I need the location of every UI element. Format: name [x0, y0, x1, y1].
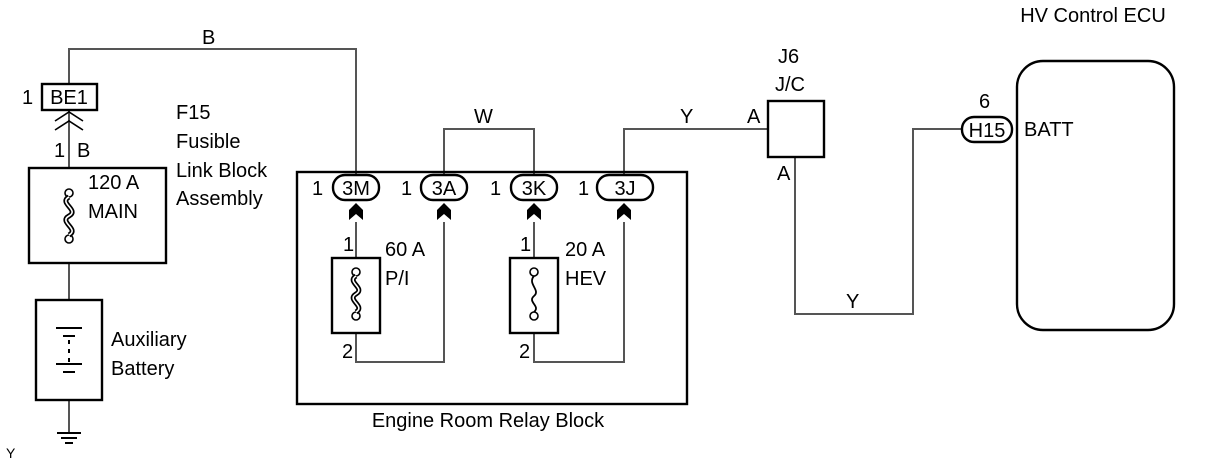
connector-3k-pin: 1	[490, 178, 501, 200]
wire-b-top	[68, 48, 357, 176]
hev-fuse-box	[508, 256, 560, 335]
connector-chevron-icon	[54, 111, 84, 131]
hev-fuse-name: HEV	[565, 268, 607, 290]
wires	[68, 48, 962, 432]
fuse-link-wire-out: B	[77, 140, 90, 162]
connector-3k	[509, 173, 559, 202]
wire-y-out	[794, 128, 962, 315]
fuse-link-pin-out: 1	[54, 140, 65, 162]
connector-3a-pin: 1	[401, 178, 412, 200]
connector-3a-terminal-icon	[437, 203, 451, 220]
junction-id: J6	[778, 46, 799, 68]
connector-3a	[419, 173, 469, 202]
pi-fuse-pin-bottom: 2	[342, 341, 353, 363]
ecu-title: HV Control ECU	[1020, 5, 1166, 27]
auxiliary-battery: Auxiliary Battery	[34, 298, 187, 444]
wire-label-jc-out: Y	[846, 291, 859, 313]
wire-label-top: B	[202, 27, 215, 49]
connector-3m-pin: 1	[312, 178, 323, 200]
pi-fuse-pin-top: 1	[343, 234, 354, 256]
fuse-link-name-line-3: Link Block	[176, 160, 268, 182]
ecu-connector-pin: 6	[979, 91, 990, 113]
ecu-connector-label: H15	[969, 120, 1006, 142]
main-fuse-rating: 120 A	[88, 172, 140, 194]
main-fuse-terminal-top	[64, 188, 74, 198]
be1-pin-label: 1	[22, 87, 33, 109]
hev-fuse-pin-top: 1	[520, 234, 531, 256]
connector-3j	[595, 173, 655, 202]
junction-pin-out: A	[777, 163, 791, 185]
battery-label-line-1: Auxiliary	[111, 329, 187, 351]
pi-fuse-name: P/I	[385, 268, 409, 290]
relay-block-box	[295, 170, 689, 406]
corner-mark: Y	[6, 445, 16, 461]
wire-label-middle: W	[474, 106, 493, 128]
battery-cell-icon	[56, 327, 82, 373]
pi-fuse-box	[330, 256, 382, 335]
connector-3m-terminal-icon	[349, 203, 363, 220]
connector-3k-label: 3K	[522, 178, 547, 200]
hev-fuse-terminal-bottom	[529, 311, 539, 321]
connector-3j-pin: 1	[578, 178, 589, 200]
relay-block-name: Engine Room Relay Block	[372, 410, 605, 432]
connector-3j-label: 3J	[614, 178, 635, 200]
hev-fuse-element-icon	[531, 275, 537, 313]
ecu-box	[1015, 59, 1176, 332]
battery-label-line-2: Battery	[111, 358, 174, 380]
connector-3a-label: 3A	[432, 178, 457, 200]
hev-fuse-pin-bottom: 2	[519, 341, 530, 363]
ecu-connector-h15	[960, 115, 1014, 144]
ground-icon	[57, 432, 81, 444]
hv-control-ecu: HV Control ECU H15 6 BATT	[960, 5, 1176, 332]
fuse-link-name-line-2: Fusible	[176, 131, 240, 153]
fuse-link-name-line-4: Assembly	[176, 188, 263, 210]
connector-3m	[331, 173, 381, 202]
ecu-terminal-label: BATT	[1024, 119, 1074, 141]
pi-fuse-terminal-bottom	[351, 311, 361, 321]
hev-fuse-terminal-top	[529, 267, 539, 277]
junction-connector: J6 J/C A A	[747, 46, 826, 185]
wire-label-jc-in: Y	[680, 106, 693, 128]
wire-3j-drop	[533, 222, 625, 363]
fuse-link-name-line-1: F15	[176, 102, 210, 124]
junction-box	[766, 99, 826, 159]
connector-3m-label: 3M	[342, 178, 370, 200]
main-fuse-name: MAIN	[88, 201, 138, 223]
connector-3k-terminal-icon	[527, 203, 541, 220]
main-fuse-terminal-bottom	[64, 234, 74, 244]
battery-box	[34, 298, 104, 402]
hev-fuse-rating: 20 A	[565, 239, 606, 261]
wire-w	[443, 128, 535, 176]
wire-3a-drop	[355, 222, 445, 363]
main-fuse-box	[27, 166, 168, 265]
be1-connector-box	[40, 82, 99, 112]
wire-y-in	[623, 128, 768, 176]
be1-connector-label: BE1	[50, 87, 88, 109]
engine-room-relay-block: Engine Room Relay Block 3M 1 3A 1 3K 1 3…	[295, 170, 689, 432]
pi-fuse-rating: 60 A	[385, 239, 426, 261]
connector-3j-terminal-icon	[617, 203, 631, 220]
pi-fuse-terminal-top	[351, 267, 361, 277]
junction-pin-in: A	[747, 106, 761, 128]
fusible-link-block: BE1 1 1 B F15 Fusible Link Block Assembl…	[22, 82, 268, 265]
junction-name: J/C	[775, 74, 805, 96]
